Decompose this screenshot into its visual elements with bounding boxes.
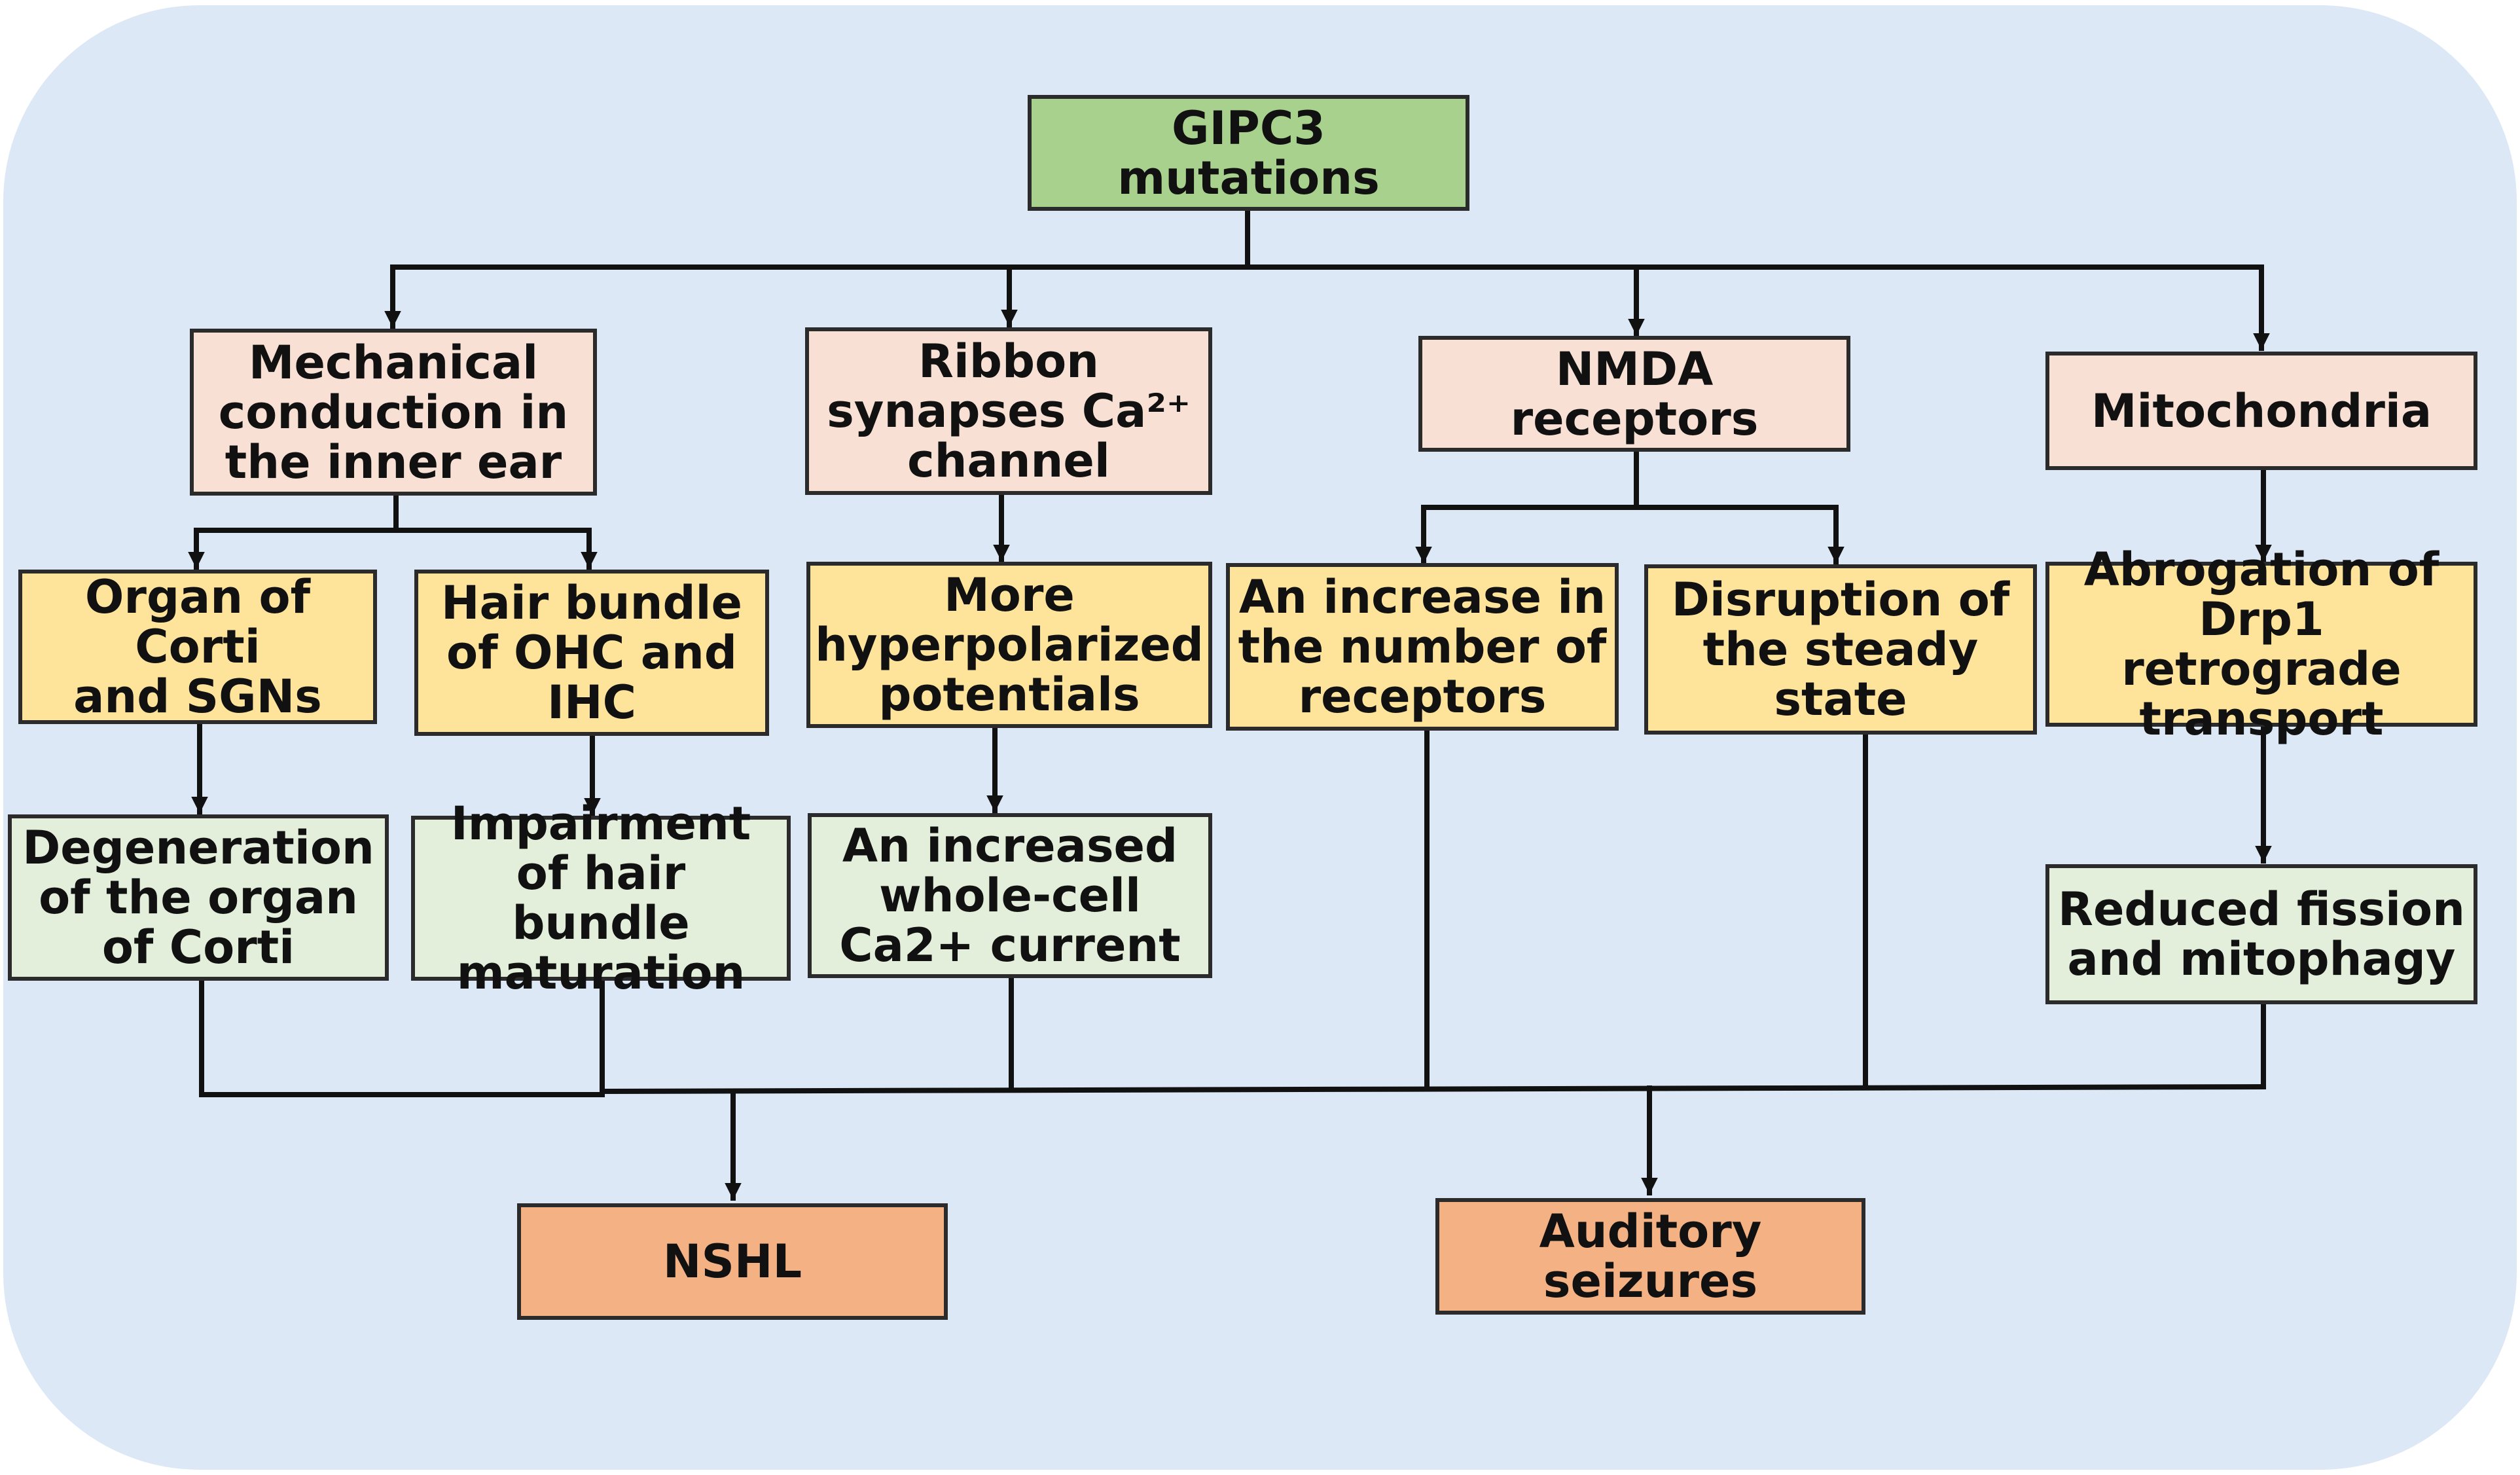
node-label: Auditory seizures	[1539, 1205, 1762, 1308]
node-label: Impairment of hair bundle maturation	[450, 797, 751, 1000]
node-label: Degeneration of the organ of Corti	[22, 821, 374, 974]
node-label: Ribbon synapses Ca²⁺ channel	[827, 335, 1191, 488]
node-auditory-seizures: Auditory seizures	[1435, 1198, 1865, 1315]
node-label: Mitochondria	[2091, 384, 2432, 438]
node-label: Mechanical conduction in the inner ear	[218, 335, 569, 489]
node-mechanical-conduction: Mechanical conduction in the inner ear	[190, 329, 597, 496]
node-mitochondria: Mitochondria	[2045, 352, 2477, 470]
node-label: NSHL	[662, 1235, 802, 1288]
node-calcium-current: An increased whole-cell Ca2+ current	[808, 813, 1212, 978]
node-label: NMDA receptors	[1510, 342, 1759, 446]
node-organ-of-corti: Organ of Corti and SGNs	[18, 570, 377, 724]
diagram-panel	[3, 5, 2517, 1470]
node-reduced-fission: Reduced fission and mitophagy	[2045, 864, 2477, 1004]
node-hair-bundle-impairment: Impairment of hair bundle maturation	[411, 799, 791, 998]
node-label: An increased whole-cell Ca2+ current	[839, 819, 1181, 972]
node-gipc3-mutations: GIPC3 mutations	[1028, 95, 1469, 211]
node-organ-degeneration: Degeneration of the organ of Corti	[8, 814, 389, 981]
node-ribbon-synapses: Ribbon synapses Ca²⁺ channel	[805, 327, 1212, 495]
node-label: More hyperpolarized potentials	[815, 568, 1204, 721]
node-hyperpolarized-potentials: More hyperpolarized potentials	[806, 562, 1212, 728]
node-hair-bundle: Hair bundle of OHC and IHC	[414, 570, 769, 736]
node-label: Reduced fission and mitophagy	[2058, 883, 2465, 986]
node-label: An increase in the number of receptors	[1238, 570, 1607, 723]
node-receptor-increase: An increase in the number of receptors	[1226, 563, 1619, 731]
node-label: Hair bundle of OHC and IHC	[441, 576, 743, 729]
node-nmda-receptors: NMDA receptors	[1418, 336, 1850, 452]
node-label: Organ of Corti and SGNs	[73, 570, 322, 723]
node-nshl: NSHL	[517, 1203, 948, 1320]
node-drp1-abrogation: Abrogation of Drp1 retrograde transport	[2045, 545, 2477, 744]
node-label: Abrogation of Drp1 retrograde transport	[2083, 543, 2439, 746]
node-steady-state-disruption: Disruption of the steady state	[1644, 564, 2037, 735]
node-label: GIPC3 mutations	[1117, 101, 1380, 205]
node-label: Disruption of the steady state	[1671, 573, 2010, 726]
